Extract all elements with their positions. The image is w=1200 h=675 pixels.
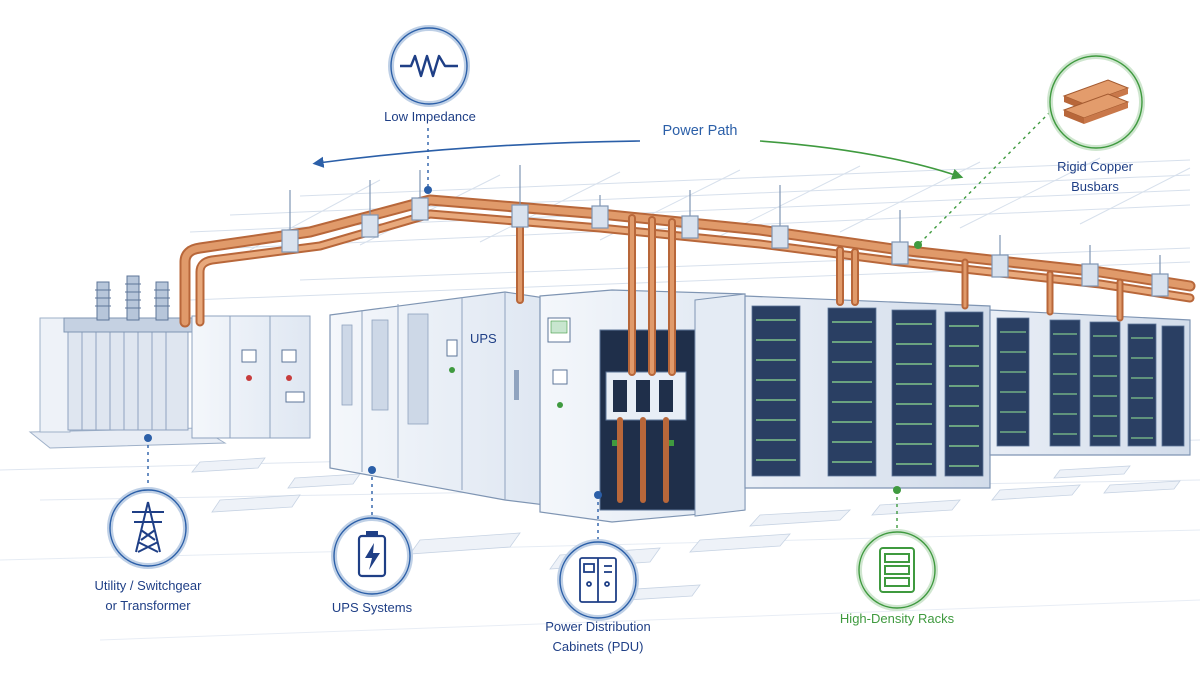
label-power-path: Power Path [662, 123, 738, 139]
transformer [28, 275, 227, 449]
leader-dots [144, 186, 922, 499]
transmission-tower-icon [132, 501, 164, 553]
distribution-cabinet-icon [579, 557, 617, 603]
label-rigid-copper-busbars-line1: Rigid Copper [1057, 159, 1133, 174]
label-utility: Utility / Switchgear or Transformer [73, 576, 223, 616]
power-path-arrow-right [759, 140, 964, 180]
label-ups-systems: UPS Systems [331, 600, 413, 615]
switchgear-cabinets [191, 315, 311, 439]
battery-bolt-icon [357, 531, 387, 578]
resistor-icon [400, 54, 458, 78]
label-utility-line2: or Transformer [105, 598, 191, 613]
label-high-density-racks: High-Density Racks [839, 611, 955, 626]
server-rack-icon [879, 547, 915, 593]
busbar-hangers [281, 165, 1169, 297]
copper-busbar-icon [1062, 79, 1130, 124]
server-racks-front [744, 295, 991, 489]
label-low-impedance: Low Impedance [384, 109, 476, 124]
label-rigid-copper-busbars-line2: Busbars [1071, 179, 1119, 194]
pdu-cabinet [539, 289, 746, 523]
label-pdu-line2: Cabinets (PDU) [552, 639, 644, 654]
label-rigid-copper-busbars: Rigid Copper Busbars [1030, 157, 1160, 197]
callout-low-impedance [388, 25, 470, 107]
ups-cabinet-mark: UPS [470, 331, 497, 346]
callout-racks [856, 529, 938, 611]
leader-lines [147, 111, 1051, 540]
callout-utility [107, 487, 189, 569]
label-utility-line1: Utility / Switchgear [94, 578, 202, 593]
callout-busbars [1047, 53, 1145, 151]
label-pdu-line1: Power Distribution [545, 619, 651, 634]
power-path-arrow-left [312, 140, 641, 168]
callout-ups [331, 515, 413, 597]
label-pdu: Power Distribution Cabinets (PDU) [528, 617, 668, 657]
copper-busbar-trunk [179, 194, 1196, 503]
server-racks-back [989, 309, 1191, 456]
callout-pdu [557, 539, 639, 621]
ups-cabinets: UPS [329, 291, 546, 506]
